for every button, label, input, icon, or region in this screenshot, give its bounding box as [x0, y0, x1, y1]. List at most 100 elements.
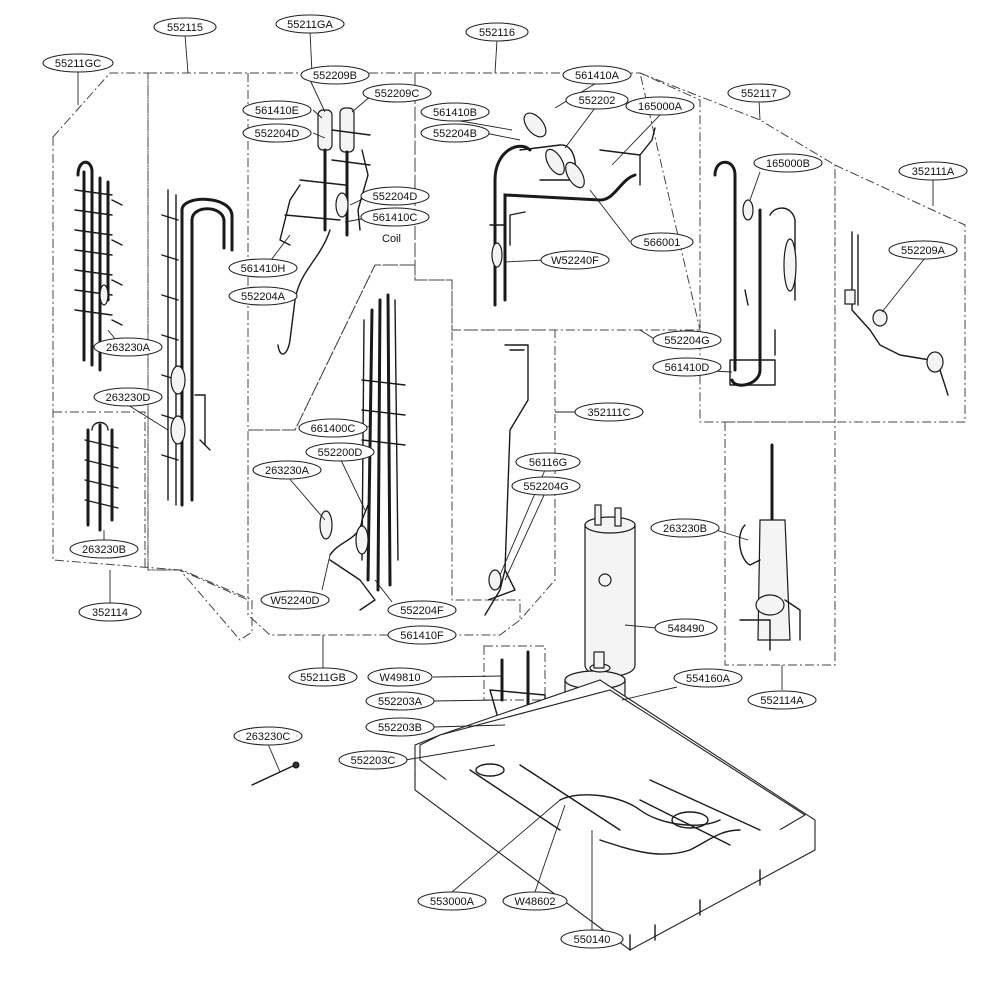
- callout-552204D-top: 552204D: [242, 123, 312, 143]
- callout-661400C: 661400C: [298, 418, 368, 438]
- svg-text:552203B: 552203B: [378, 722, 422, 734]
- tube-assembly-552115: [161, 189, 234, 507]
- callout-561410H: 561410H: [228, 258, 298, 278]
- callout-56116G: 56116G: [515, 452, 581, 472]
- callout-263230B-right: 263230B: [650, 518, 720, 538]
- callout-561410B: 561410B: [420, 102, 490, 122]
- svg-text:552200D: 552200D: [318, 447, 363, 459]
- tube-harness-352114: [84, 421, 119, 532]
- sensor-263230C: [251, 761, 300, 786]
- svg-text:552209C: 552209C: [375, 88, 420, 100]
- svg-text:550140: 550140: [574, 934, 611, 946]
- callout-W52240F: W52240F: [540, 250, 610, 270]
- callout-548490: 548490: [654, 618, 718, 638]
- svg-text:561410B: 561410B: [433, 107, 477, 119]
- svg-text:352114: 352114: [92, 607, 128, 619]
- callout-552209A: 552209A: [888, 240, 958, 260]
- callout-352111C: 352111C: [574, 402, 644, 422]
- group-border-552114A: [724, 421, 836, 666]
- callout-552204B: 552204B: [420, 123, 490, 143]
- callout-263230A-left: 263230A: [93, 337, 163, 357]
- svg-text:55211GB: 55211GB: [300, 672, 346, 684]
- compressor-548490: [584, 504, 636, 677]
- group-border-552117: [639, 72, 836, 423]
- pipe-352111C: [484, 344, 529, 616]
- callout-263230A-mid: 263230A: [252, 460, 322, 480]
- tube-harness-55211GC: [74, 160, 123, 372]
- callout-552204F: 552204F: [387, 600, 457, 620]
- svg-text:552209B: 552209B: [313, 70, 357, 82]
- callout-561410C: 561410C: [360, 207, 430, 227]
- svg-text:W48602: W48602: [515, 896, 556, 908]
- callout-165000A: 165000A: [625, 96, 695, 116]
- svg-text:W49810: W49810: [380, 672, 421, 684]
- group-border-352111A: [834, 164, 966, 423]
- svg-text:661400C: 661400C: [311, 423, 356, 435]
- tube-assembly-552117: [713, 160, 797, 387]
- svg-text:561410C: 561410C: [373, 212, 418, 224]
- callout-552209C: 552209C: [362, 83, 432, 103]
- svg-text:552209A: 552209A: [901, 245, 946, 257]
- svg-text:263230C: 263230C: [246, 731, 291, 743]
- svg-text:552204A: 552204A: [241, 291, 286, 303]
- svg-text:263230B: 263230B: [663, 523, 707, 535]
- callout-561410A: 561410A: [562, 65, 632, 85]
- callout-165000B: 165000B: [753, 153, 823, 173]
- svg-text:552204G: 552204G: [664, 335, 709, 347]
- svg-text:55211GC: 55211GC: [55, 58, 101, 70]
- svg-text:561410A: 561410A: [575, 70, 620, 82]
- callout-552203A: 552203A: [365, 691, 435, 711]
- svg-text:263230A: 263230A: [106, 342, 151, 354]
- svg-text:552203C: 552203C: [351, 755, 396, 767]
- callout-263230D: 263230D: [93, 387, 163, 407]
- svg-text:55211GA: 55211GA: [287, 19, 333, 31]
- svg-text:165000A: 165000A: [638, 101, 683, 113]
- svg-text:263230D: 263230D: [106, 392, 151, 404]
- callout-352114: 352114: [78, 602, 142, 622]
- svg-text:263230A: 263230A: [265, 465, 310, 477]
- svg-text:552204D: 552204D: [255, 128, 300, 140]
- svg-text:561410D: 561410D: [665, 362, 710, 374]
- svg-text:W52240F: W52240F: [551, 255, 599, 267]
- callout-552204A: 552204A: [228, 286, 298, 306]
- callout-55211GC: 55211GC: [42, 53, 114, 73]
- accumulator-assembly-552114A: [738, 443, 801, 651]
- callout-552202: 552202: [565, 90, 629, 110]
- coil-assembly-55211GB: [319, 293, 406, 611]
- callout-263230B-left: 263230B: [69, 539, 139, 559]
- svg-text:561410H: 561410H: [241, 263, 286, 275]
- svg-text:561410E: 561410E: [255, 105, 299, 117]
- svg-text:566001: 566001: [644, 237, 681, 249]
- svg-text:352111C: 352111C: [587, 407, 630, 419]
- callout-263230C: 263230C: [233, 726, 303, 746]
- callout-552204G-right: 552204G: [652, 330, 722, 350]
- callout-552209B: 552209B: [300, 65, 370, 85]
- callout-352111A: 352111A: [898, 161, 968, 181]
- svg-text:561410F: 561410F: [400, 630, 444, 642]
- callout-553000A: 553000A: [417, 891, 487, 911]
- svg-text:554160A: 554160A: [686, 673, 731, 685]
- callout-552203B: 552203B: [365, 717, 435, 737]
- callout-55211GA: 55211GA: [275, 14, 345, 34]
- svg-text:552203A: 552203A: [378, 696, 423, 708]
- svg-text:553000A: 553000A: [430, 896, 475, 908]
- coil-label: Coil: [382, 233, 401, 245]
- callout-554160A: 554160A: [673, 668, 743, 688]
- group-border-552115: [147, 72, 416, 601]
- callout-W48602: W48602: [502, 891, 568, 911]
- group-borders: [52, 72, 966, 701]
- callout-561410E: 561410E: [242, 100, 312, 120]
- svg-text:263230B: 263230B: [82, 544, 126, 556]
- group-border-55211GB: [247, 264, 521, 636]
- callout-55211GB: 55211GB: [288, 667, 358, 687]
- callout-552117: 552117: [727, 83, 791, 103]
- svg-text:W52240D: W52240D: [271, 595, 320, 607]
- svg-text:552204B: 552204B: [433, 128, 477, 140]
- callout-W49810: W49810: [367, 667, 433, 687]
- valve-assembly-552116: [489, 112, 656, 307]
- callout-552114A: 552114A: [747, 690, 817, 710]
- group-border-352114: [53, 411, 146, 570]
- svg-text:352111A: 352111A: [912, 166, 955, 178]
- callout-552204D-mid: 552204D: [360, 186, 430, 206]
